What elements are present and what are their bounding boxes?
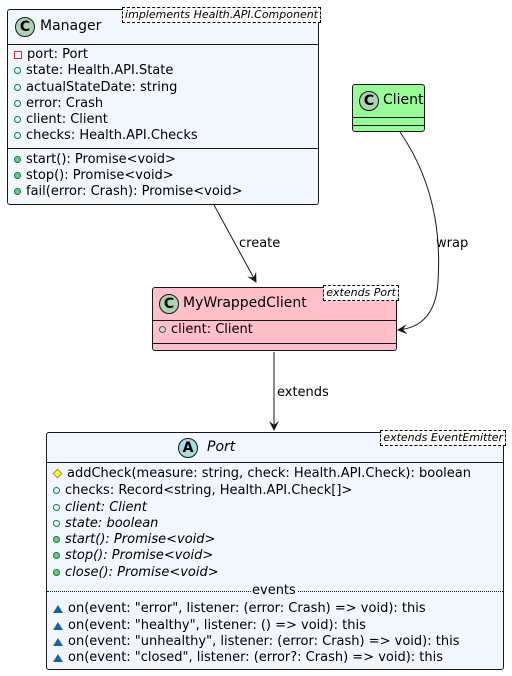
manager-class-name: Manager xyxy=(40,18,102,34)
method-stop: stop(): Promise<void> xyxy=(14,168,174,184)
event-error: on(event: "error", listener: (error: Cra… xyxy=(53,601,426,617)
field-state: state: Health.API.State xyxy=(14,63,173,79)
wrapped-generic: extends Port xyxy=(323,285,399,301)
public-icon xyxy=(53,504,60,511)
field-client: client: Client xyxy=(53,500,147,516)
public-icon xyxy=(53,520,60,527)
method-close: close(): Promise<void> xyxy=(53,565,219,581)
field-client: client: Client xyxy=(14,112,108,128)
divider xyxy=(8,148,318,149)
manager-class: C Manager implements Health.API.Componen… xyxy=(7,7,321,205)
port-generic: extends EventEmitter xyxy=(380,430,506,446)
divider xyxy=(153,320,396,321)
field-client: client: Client xyxy=(159,322,253,338)
wrap-label: wrap xyxy=(436,236,469,251)
method-stop: stop(): Promise<void> xyxy=(53,548,213,564)
my-wrapped-client-class: C MyWrappedClient extends Port client: C… xyxy=(152,285,399,351)
public-method-icon xyxy=(14,188,21,195)
package-icon xyxy=(53,637,63,646)
class-stereotype-icon: C xyxy=(15,17,35,37)
public-icon xyxy=(159,326,166,333)
field-port: port: Port xyxy=(14,47,88,63)
port-class-name: Port xyxy=(207,439,236,455)
public-method-icon xyxy=(53,536,60,543)
public-icon xyxy=(14,116,21,123)
package-icon xyxy=(53,653,63,662)
wrapped-class-name: MyWrappedClient xyxy=(183,295,307,311)
manager-generic: implements Health.API.Component xyxy=(122,7,321,23)
event-closed: on(event: "closed", listener: (error?: C… xyxy=(53,650,443,666)
method-start: start(): Promise<void> xyxy=(14,152,176,168)
events-section-title: events xyxy=(251,583,297,598)
package-icon xyxy=(53,604,63,613)
divider xyxy=(8,44,318,45)
field-actual-state-date: actualStateDate: string xyxy=(14,80,177,96)
client-class: C Client xyxy=(352,84,425,132)
client-class-name: Client xyxy=(383,92,424,108)
public-icon xyxy=(14,84,21,91)
method-fail: fail(error: Crash): Promise<void> xyxy=(14,184,243,200)
divider xyxy=(353,117,424,118)
event-unhealthy: on(event: "unhealthy", listener: (error:… xyxy=(53,634,459,650)
private-icon xyxy=(14,50,22,59)
field-state: state: boolean xyxy=(53,516,158,532)
divider xyxy=(47,462,503,463)
public-method-icon xyxy=(14,172,21,179)
public-icon xyxy=(14,100,21,107)
abstract-stereotype-icon: A xyxy=(178,438,198,458)
public-icon xyxy=(14,132,21,139)
wrap-relation xyxy=(397,131,440,335)
create-label: create xyxy=(239,236,281,251)
class-stereotype-icon: C xyxy=(359,91,379,111)
method-start: start(): Promise<void> xyxy=(53,532,215,548)
field-error: error: Crash xyxy=(14,96,103,112)
divider xyxy=(153,343,396,344)
public-method-icon xyxy=(53,552,60,559)
field-checks: checks: Record<string, Health.API.Check[… xyxy=(53,483,352,499)
port-class: A Port extends EventEmitter addCheck(mea… xyxy=(46,430,506,670)
create-relation xyxy=(213,204,257,283)
protected-icon xyxy=(52,468,63,479)
field-checks: checks: Health.API.Checks xyxy=(14,128,198,144)
public-icon xyxy=(53,487,60,494)
class-stereotype-icon: C xyxy=(159,294,179,314)
public-method-icon xyxy=(14,156,21,163)
event-healthy: on(event: "healthy", listener: () => voi… xyxy=(53,618,366,634)
package-icon xyxy=(53,621,63,630)
public-icon xyxy=(14,67,21,74)
extends-label: extends xyxy=(277,385,329,400)
public-method-icon xyxy=(53,569,60,576)
method-add-check: addCheck(measure: string, check: Health.… xyxy=(52,466,471,482)
divider xyxy=(353,125,424,126)
